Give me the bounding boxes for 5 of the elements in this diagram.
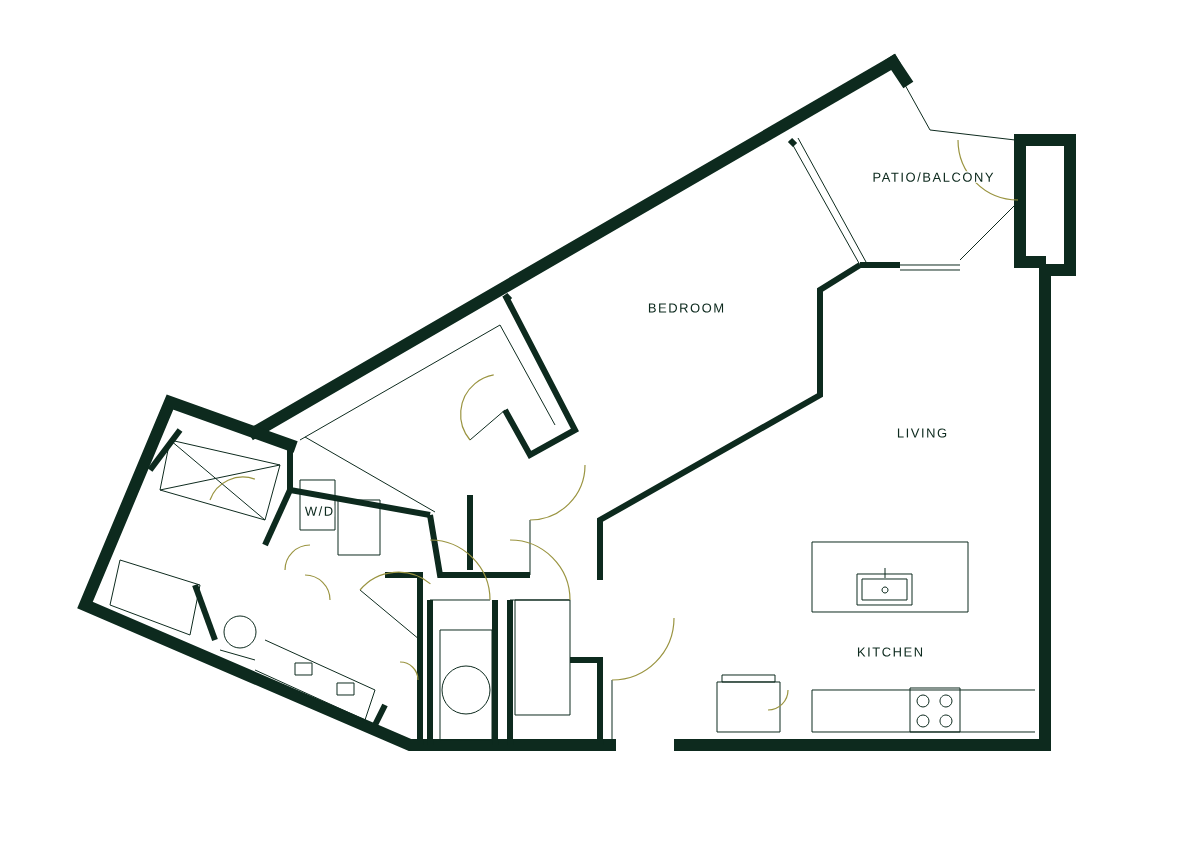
room-label: KITCHEN [855,646,925,658]
room-label: LIVING [895,427,949,439]
room-label: BEDROOM [646,302,726,314]
room-label: PATIO/BALCONY [871,171,995,183]
appliance-label: W/D [303,505,335,517]
